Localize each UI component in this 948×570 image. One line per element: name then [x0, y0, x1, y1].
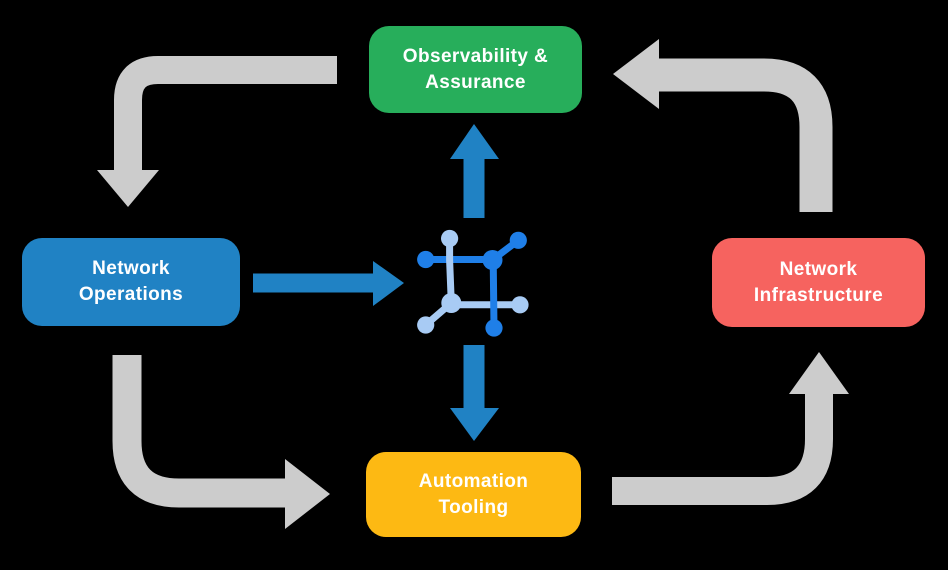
- arrow-shaft: [114, 56, 337, 172]
- arrow-operations-to-automation: [112, 355, 330, 529]
- icon-node-bottom: [485, 319, 503, 337]
- arrow-shaft: [612, 392, 833, 505]
- arrow-head-left-icon: [613, 39, 659, 109]
- icon-node-right: [511, 296, 529, 314]
- node-observability-assurance: Observability & Assurance: [369, 26, 582, 113]
- node-network-infrastructure: Network Infrastructure: [712, 238, 925, 327]
- node-label-line2: Tooling: [438, 496, 509, 518]
- node-label-line1: Observability &: [402, 45, 549, 67]
- icon-node-outer-bottom-left: [417, 316, 435, 334]
- node-label-line1: Network: [779, 258, 858, 280]
- arrow-shaft: [657, 58, 833, 212]
- icon-right-edge: [489, 256, 498, 332]
- arrow-operations-to-center-icon: [253, 261, 404, 306]
- icon-node-corner-top-right: [482, 250, 503, 270]
- arrow-head-down-icon: [450, 408, 499, 441]
- node-label-line1: Automation: [418, 470, 529, 492]
- node-label-line2: Infrastructure: [753, 284, 884, 306]
- arrow-head-down-icon: [97, 170, 159, 207]
- node-label-line2: Assurance: [425, 71, 526, 93]
- node-label-line1: Network: [92, 258, 170, 279]
- arrow-head-up-icon: [450, 124, 499, 159]
- arrow-head-right-icon: [285, 459, 330, 529]
- arrow-head-right-icon: [373, 261, 404, 306]
- arrow-infrastructure-to-observability: [613, 39, 833, 212]
- arrow-observability-to-operations: [97, 56, 337, 207]
- network-automation-icon: [417, 229, 529, 337]
- arrow-center-icon-to-observability: [450, 124, 499, 218]
- icon-node-outer-top-right: [509, 231, 527, 249]
- arrow-shaft: [112, 355, 287, 508]
- arrow-center-icon-to-automation: [450, 345, 499, 441]
- arrow-automation-to-infrastructure: [612, 352, 849, 505]
- icon-node-top: [441, 229, 459, 248]
- icon-node-left: [417, 250, 435, 269]
- node-label-line2: Operations: [78, 284, 184, 305]
- icon-node-corner-bottom-left: [441, 293, 462, 313]
- node-automation-tooling: Automation Tooling: [366, 452, 581, 537]
- node-network-operations: Network Operations: [22, 238, 240, 326]
- arrow-head-up-icon: [789, 352, 849, 394]
